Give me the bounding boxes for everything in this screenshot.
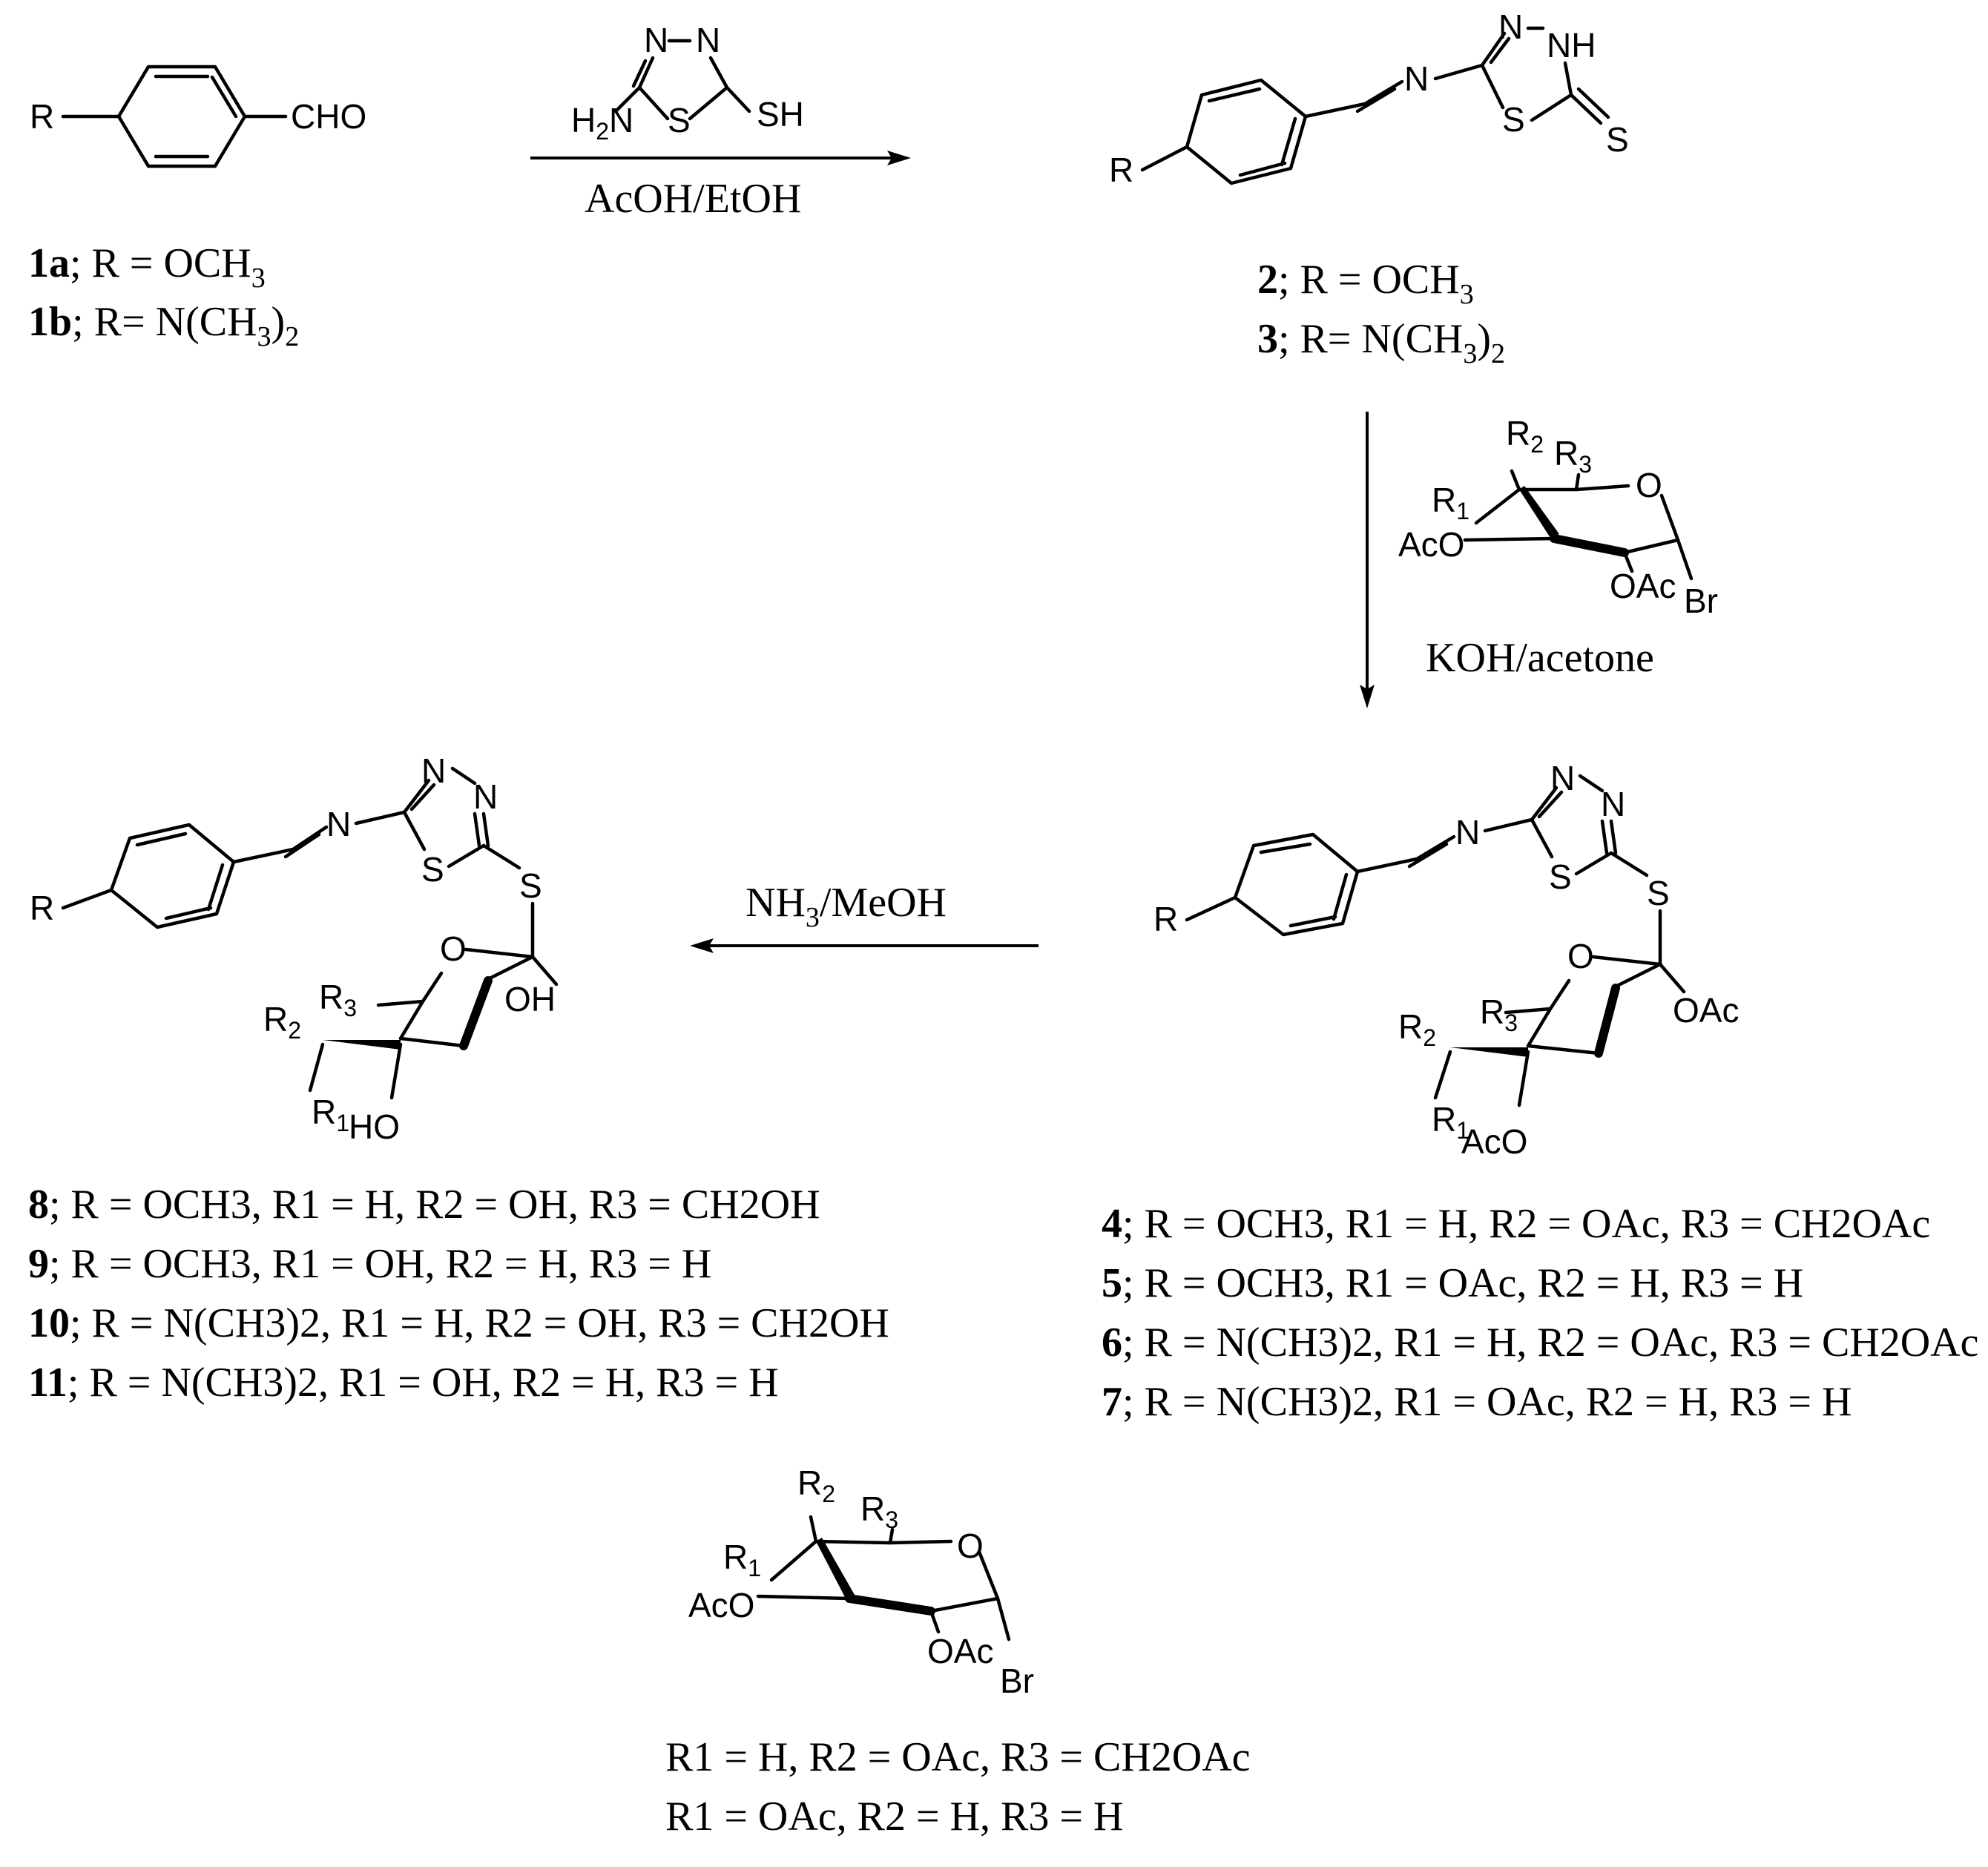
svg-text:N: N [326, 805, 351, 843]
svg-text:S: S [1549, 857, 1572, 896]
svg-text:OAc: OAc [1673, 991, 1739, 1030]
svg-text:OH: OH [504, 980, 556, 1018]
svg-text:AcO: AcO [1398, 525, 1464, 564]
label-8: 8 [28, 1182, 49, 1228]
legend-sugar: R1 = H, R2 = OAc, R3 = CH2OAc R1 = OAc, … [665, 1734, 1251, 1840]
label-4: 4 [1102, 1201, 1122, 1247]
svg-text:R3: R3 [319, 978, 357, 1021]
svg-text:R1: R1 [723, 1538, 761, 1581]
svg-text:N: N [421, 751, 446, 790]
svg-text:Br: Br [1000, 1662, 1034, 1700]
svg-text:S: S [1606, 120, 1629, 159]
svg-text:S: S [668, 101, 691, 139]
svg-text:R: R [1153, 900, 1178, 938]
svg-text:S: S [1502, 100, 1525, 139]
reagent-label-step-1: AcOH/EtOH [585, 176, 801, 222]
svg-text:4; R = OCH3, R1 = H, R2 = OAc,: 4; R = OCH3, R1 = H, R2 = OAc, R3 = CH2O… [1102, 1201, 1930, 1247]
svg-text:NH: NH [1547, 26, 1596, 65]
legend-2-3: 2; R = OCH3 3; R= N(CH3)2 [1257, 257, 1505, 369]
svg-text:3; R= N(CH3)2: 3; R= N(CH3)2 [1257, 316, 1505, 369]
svg-text:N: N [473, 777, 498, 816]
label-10: 10 [28, 1300, 70, 1346]
svg-text:R1: R1 [1432, 481, 1469, 524]
svg-text:5; R = OCH3, R1 = OAc, R2 = H,: 5; R = OCH3, R1 = OAc, R2 = H, R3 = H [1102, 1260, 1803, 1306]
svg-text:S: S [1647, 874, 1670, 912]
glycosyl-bromide-bottom: R2 R3 R1 AcO O OAc Br [688, 1463, 1034, 1700]
svg-text:R2: R2 [1506, 414, 1544, 458]
compound-2-3-thione: R N N NH S S [1109, 7, 1629, 189]
svg-text:R3: R3 [860, 1489, 898, 1533]
legend-1: 1a; R = OCH3 1b; R= N(CH3)2 [28, 240, 299, 352]
svg-text:R3: R3 [1554, 434, 1592, 478]
svg-text:N: N [1498, 7, 1523, 46]
reagent-label-step-3: NH3/MeOH [746, 880, 947, 933]
svg-text:R2: R2 [797, 1463, 835, 1507]
svg-text:H2N: H2N [571, 101, 633, 145]
svg-text:R: R [1109, 151, 1133, 189]
svg-text:O: O [1636, 466, 1662, 504]
label-9: 9 [28, 1241, 49, 1287]
svg-text:R1: R1 [312, 1093, 349, 1136]
atom-CHO: CHO [291, 97, 366, 136]
svg-text:1b; R= N(CH3)2: 1b; R= N(CH3)2 [28, 299, 299, 352]
svg-text:2; R = OCH3: 2; R = OCH3 [1257, 257, 1474, 310]
svg-text:N: N [1455, 813, 1480, 852]
svg-text:HO: HO [349, 1107, 400, 1146]
svg-text:8; R = OCH3, R1 = H, R2 = OH,: 8; R = OCH3, R1 = H, R2 = OH, R3 = CH2OH [28, 1182, 820, 1228]
label-11: 11 [28, 1360, 68, 1406]
svg-text:O: O [440, 929, 467, 968]
reagent-label-step-2: KOH/acetone [1426, 635, 1654, 681]
svg-text:O: O [957, 1527, 984, 1565]
svg-text:9; R = OCH3, R1 = OH, R2 = H,: 9; R = OCH3, R1 = OH, R2 = H, R3 = H [28, 1241, 711, 1287]
svg-text:N: N [696, 21, 720, 59]
svg-text:S: S [519, 866, 542, 905]
svg-text:N: N [1404, 59, 1429, 98]
sugar-legend-line-2: R1 = OAc, R2 = H, R3 = H [665, 1794, 1123, 1840]
legend-8-11: 8; R = OCH3, R1 = H, R2 = OH, R3 = CH2OH… [28, 1182, 889, 1406]
label-2: 2 [1257, 257, 1278, 303]
compound-8-11-deprotected: R N N N S S O OH R3 R2 R1 HO [30, 751, 559, 1146]
svg-text:7; R = N(CH3)2, R1 = OAc, R2 =: 7; R = N(CH3)2, R1 = OAc, R2 = H, R3 = H [1102, 1379, 1852, 1425]
svg-text:R2: R2 [1398, 1007, 1436, 1051]
svg-text:AcO: AcO [688, 1586, 754, 1624]
label-3: 3 [1257, 316, 1278, 362]
svg-text:SH: SH [757, 95, 804, 134]
label-7: 7 [1102, 1379, 1122, 1425]
svg-text:O: O [1567, 937, 1594, 975]
sugar-legend-line-1: R1 = H, R2 = OAc, R3 = CH2OAc [665, 1734, 1251, 1780]
svg-text:10; R = N(CH3)2, R1 = H, R2 =: 10; R = N(CH3)2, R1 = H, R2 = OH, R3 = C… [28, 1300, 889, 1346]
svg-text:R: R [30, 889, 54, 927]
svg-text:S: S [421, 850, 444, 889]
svg-text:Br: Br [1684, 582, 1718, 620]
reagent-glycosyl-bromide-upper: R2 R3 R1 AcO O OAc Br [1398, 414, 1718, 620]
svg-text:6; R = N(CH3)2, R1 = H, R2 = O: 6; R = N(CH3)2, R1 = H, R2 = OAc, R3 = C… [1102, 1320, 1979, 1366]
compound-1-aldehyde: R CHO [30, 65, 366, 168]
svg-text:N: N [644, 21, 668, 59]
svg-text:OAc: OAc [1610, 567, 1676, 605]
compound-4-7-acetylated: R N N N S S O OAc R3 R2 R1 AcO [1153, 759, 1739, 1161]
svg-text:11; R = N(CH3)2, R1 = OH, R2 =: 11; R = N(CH3)2, R1 = OH, R2 = H, R3 = H [28, 1360, 779, 1406]
svg-text:AcO: AcO [1461, 1122, 1527, 1161]
atom-R: R [30, 97, 54, 136]
label-1b: 1b [28, 299, 72, 345]
label-6: 6 [1102, 1320, 1122, 1366]
reagent-amino-thiadiazole-thiol: N N S H2N SH [571, 21, 804, 145]
svg-text:R2: R2 [263, 1000, 301, 1044]
label-1a: 1a [28, 240, 70, 286]
svg-text:R1: R1 [1432, 1100, 1469, 1144]
label-5: 5 [1102, 1260, 1122, 1306]
svg-text:OAc: OAc [927, 1632, 993, 1670]
legend-4-7: 4; R = OCH3, R1 = H, R2 = OAc, R3 = CH2O… [1102, 1201, 1979, 1425]
svg-text:N: N [1601, 785, 1625, 823]
svg-text:1a; R = OCH3: 1a; R = OCH3 [28, 240, 266, 294]
svg-text:N: N [1550, 759, 1575, 797]
svg-text:R3: R3 [1480, 992, 1518, 1036]
